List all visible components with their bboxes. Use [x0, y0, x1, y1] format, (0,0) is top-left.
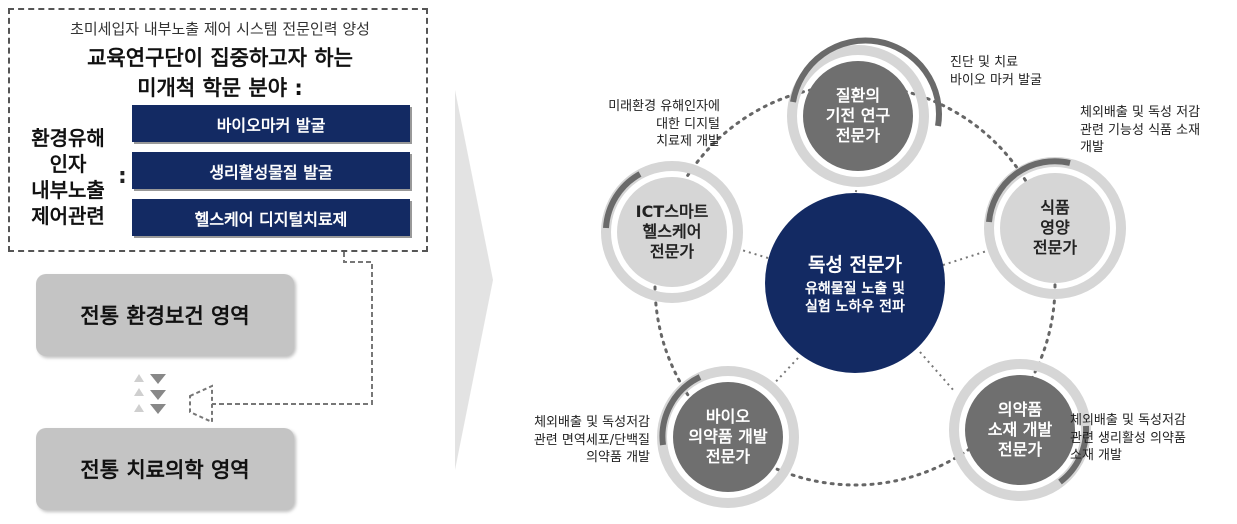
node-label-line: 전문가 [649, 242, 695, 261]
center-line2: 유해물질 노출 및 [805, 281, 905, 298]
center-label: 독성 전문가 유해물질 노출 및 실험 노하우 전파 [765, 240, 945, 330]
side-label-line: 인자 [49, 152, 87, 176]
node-label-line: 헬스케어 [642, 222, 702, 241]
arrow-left-icon [189, 384, 213, 424]
node-biopharma [673, 382, 783, 492]
note-line: 치료제 개발 [656, 134, 720, 150]
unexplored-fields-box: 초미세입자 내부노출 제어 시스템 전문인력 양성 교육연구단이 집중하고자 하… [8, 8, 428, 252]
note-line: 관련 생리활성 의약품 [1070, 430, 1186, 446]
node-label-line: 식품 [1040, 198, 1070, 217]
note-bottom-left: 체외배출 및 독성저감 관련 면역세포/단백질 의약품 개발 [505, 414, 650, 467]
note-line: 바이오 마커 발굴 [950, 72, 1042, 88]
node-label-line: 바이오 [705, 407, 751, 426]
node-label-line: 기전 연구 [825, 106, 891, 125]
node-label-line: 전문가 [997, 440, 1043, 459]
note-line: 개발 [1080, 140, 1104, 156]
node-label-line: 질환의 [835, 86, 881, 105]
node-ict-healthcare [617, 177, 727, 287]
note-line: 관련 면역세포/단백질 [533, 432, 650, 448]
side-label-line: 환경유해 [31, 126, 105, 150]
node-label-line: ICT스마트 [635, 202, 709, 221]
node-label-line: 의약품 개발 [688, 427, 768, 446]
note-line: 소재 개발 [1070, 448, 1122, 464]
left-connectors [134, 252, 373, 424]
chevron-divider-icon [455, 90, 493, 470]
node-bottom-right-label: 의약품 소재 개발 전문가 [960, 392, 1080, 468]
side-label-line: 제어관련 [31, 204, 105, 228]
note-top: 진단 및 치료 바이오 마커 발굴 [950, 54, 1042, 89]
node-right-label: 식품 영양 전문가 [1000, 190, 1110, 266]
side-label-line: 내부노출 [31, 178, 105, 202]
center-title: 독성 전문가 [807, 253, 902, 276]
node-bottom-left-label: 바이오 의약품 개발 전문가 [668, 399, 788, 475]
top-box-title-line1: 교육연구단이 집중하고자 하는 [87, 46, 353, 70]
note-line: 관련 기능성 식품 소재 [1080, 122, 1201, 138]
traditional-medicine-box: 전통 치료의학 영역 [36, 428, 294, 510]
triangle-down-icon [150, 404, 166, 414]
node-food-nutrition [1000, 173, 1110, 283]
field-biomarker: 바이오마커 발굴 [132, 105, 410, 142]
node-label-line: 소재 개발 [987, 420, 1053, 439]
node-label-line: 의약품 [997, 400, 1043, 419]
triangle-down-icon [150, 374, 166, 384]
node-disease-mechanism [803, 61, 913, 171]
triangle-up-icon [134, 374, 144, 382]
node-label-line: 전문가 [705, 447, 751, 466]
triangle-up-icon [134, 388, 144, 396]
note-left: 미래환경 유해인자에 대한 디지털 치료제 개발 [580, 98, 720, 151]
note-line: 체외배출 및 독성저감 [1070, 413, 1186, 428]
note-line: 미래환경 유해인자에 [608, 99, 720, 114]
node-drug-material [965, 375, 1075, 485]
node-label-line: 영양 [1040, 218, 1070, 237]
triangle-down-icon [150, 390, 166, 400]
node-label-line: 전문가 [1032, 238, 1078, 257]
note-bottom-right: 체외배출 및 독성저감 관련 생리활성 의약품 소재 개발 [1070, 412, 1186, 465]
side-label-colon: : [118, 164, 127, 189]
field-digital-therapy: 헬스케어 디지털치료제 [132, 199, 410, 236]
traditional-medicine-label: 전통 치료의학 영역 [80, 458, 250, 482]
node-left-label: ICT스마트 헬스케어 전문가 [612, 194, 732, 270]
triangle-up-icon [134, 404, 144, 412]
field-bioactive: 생리활성물질 발굴 [132, 152, 410, 189]
note-right: 체외배출 및 독성 저감 관련 기능성 식품 소재 개발 [1080, 104, 1200, 157]
center-toxicity-node [765, 193, 945, 373]
top-box-title-line2: 미개척 학문 분야 : [137, 76, 303, 100]
network-ring [653, 83, 1057, 487]
node-top-label: 질환의 기전 연구 전문가 [803, 78, 913, 154]
note-line: 진단 및 치료 [950, 55, 1019, 70]
note-line: 의약품 개발 [586, 450, 650, 466]
traditional-environment-box: 전통 환경보건 영역 [36, 274, 294, 356]
center-line3: 실험 노하우 전파 [805, 298, 905, 315]
node-label-line: 전문가 [835, 126, 881, 145]
top-box-subtitle: 초미세입자 내부노출 제어 시스템 전문인력 양성 [70, 20, 370, 38]
note-line: 체외배출 및 독성저감 [534, 415, 650, 430]
note-line: 체외배출 및 독성 저감 [1080, 105, 1201, 120]
traditional-environment-label: 전통 환경보건 영역 [80, 304, 250, 328]
note-line: 대한 디지털 [656, 116, 720, 132]
